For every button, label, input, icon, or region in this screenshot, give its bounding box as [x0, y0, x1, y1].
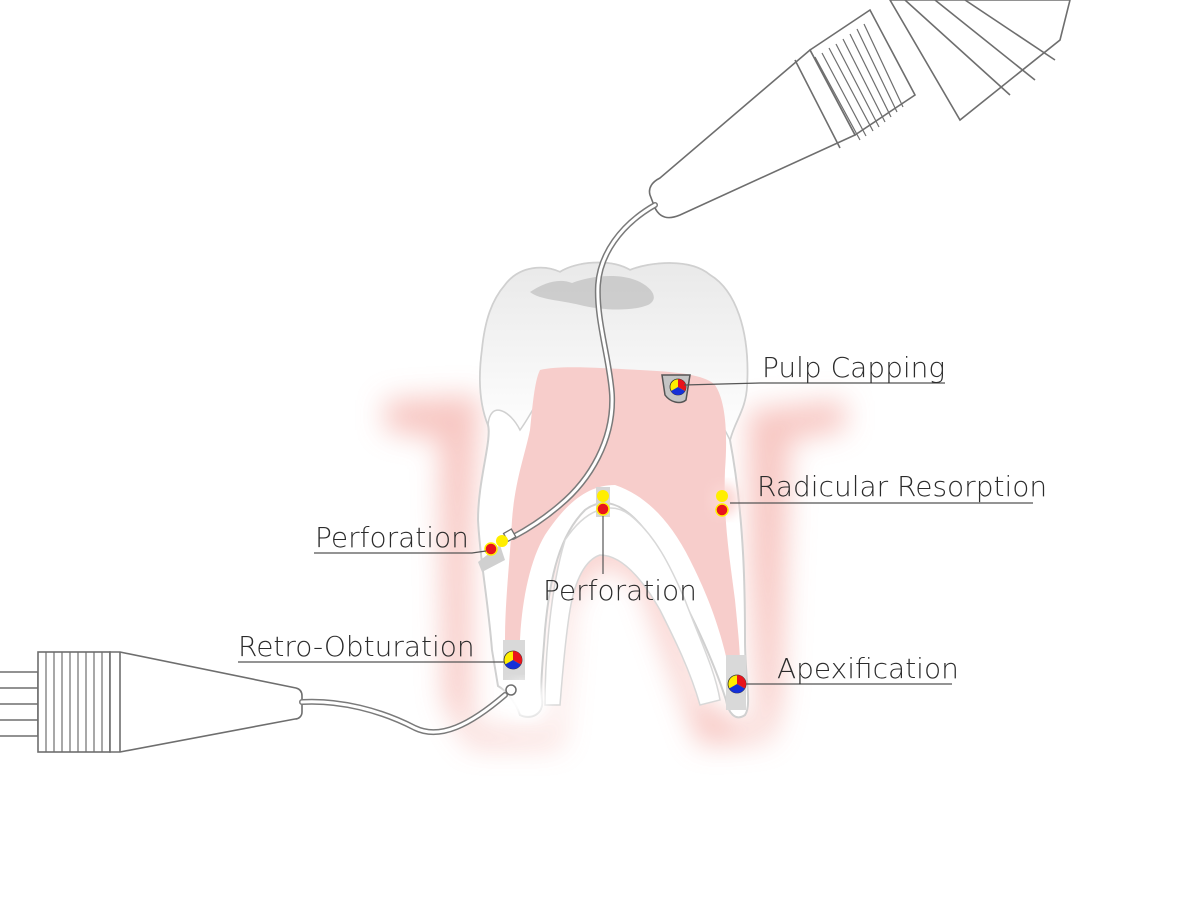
resorption-marker-yellow: [716, 490, 728, 502]
apexification-marker: [727, 674, 747, 694]
perforation-center-marker-yellow: [597, 490, 609, 502]
label-perforation-left: Perforation: [315, 521, 469, 554]
pulp-chamber: [505, 367, 740, 665]
upper-instrument: [648, 0, 1071, 219]
furcation-dentin: [544, 507, 721, 706]
perforation-left-defect: [478, 545, 505, 572]
retro-obturation-marker: [503, 650, 523, 670]
label-pulp-capping: Pulp Capping: [762, 351, 946, 384]
lower-file-tip: [505, 684, 517, 696]
label-apexification: Apexification: [777, 652, 959, 685]
label-retro-obturation: Retro-Obturation: [238, 630, 475, 663]
gum-glow: [385, 395, 845, 745]
leader-perforation-left: [314, 550, 487, 554]
lower-instrument: [0, 651, 303, 753]
resorption-marker-red: [715, 503, 729, 517]
occlusal-fossa: [530, 275, 654, 310]
perforation-left-marker-yellow: [496, 535, 508, 547]
pulp-capping-marker: [669, 378, 687, 396]
perforation-left-marker-red: [484, 542, 498, 556]
crown-enamel: [479, 261, 749, 443]
leader-lines: [238, 382, 1033, 685]
label-perforation-center: Perforation: [543, 574, 697, 607]
label-radicular-resorption: Radicular Resorption: [757, 470, 1048, 503]
leader-pulp-capping: [683, 382, 945, 386]
perforation-center-marker-red: [596, 502, 610, 516]
lower-file: [299, 692, 508, 736]
